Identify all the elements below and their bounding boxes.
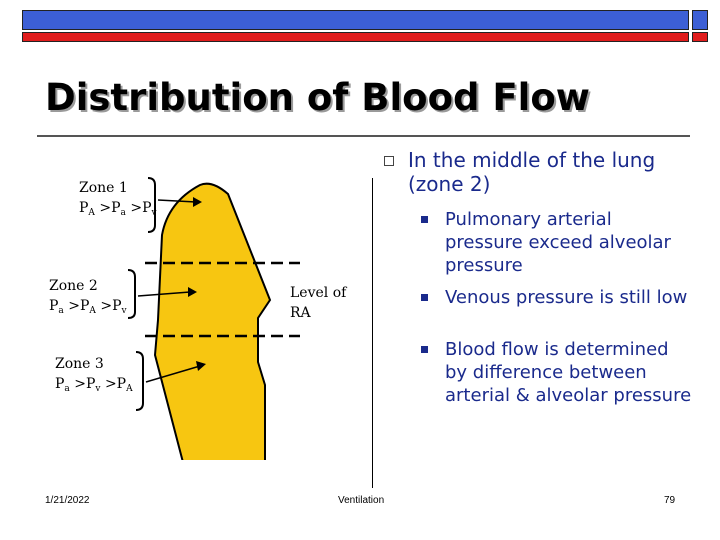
zone2-sub-c: v xyxy=(121,306,127,316)
level-of-ra-label: Level of RA xyxy=(290,283,346,323)
sub-point-2: Venous pressure is still low xyxy=(445,287,688,308)
lung-zones-diagram xyxy=(127,177,300,460)
zone2-arrowhead xyxy=(188,287,197,297)
header-blue-bar xyxy=(22,10,689,30)
zone3-relation: Pa >Pv >PA xyxy=(55,374,133,399)
zone3-sub-a: a xyxy=(64,384,70,394)
footer-title: Ventilation xyxy=(338,495,385,506)
zone3-arrowhead xyxy=(196,361,206,371)
level-label-line2: RA xyxy=(290,305,311,321)
page-number: 79 xyxy=(664,495,676,506)
zone3-rel-a: P xyxy=(55,376,65,392)
content-divider xyxy=(372,178,373,488)
zone1-rel-c: >P xyxy=(125,200,152,216)
slide-title: Distribution of Blood Flow xyxy=(45,76,590,119)
zone1-sub-c: v xyxy=(151,208,157,218)
title-divider xyxy=(37,135,690,137)
zone2-relation: Pa >PA >Pv xyxy=(49,296,127,321)
zone3-arrow xyxy=(145,365,201,383)
footer-date: 1/21/2022 xyxy=(45,495,90,506)
zone3-bracket xyxy=(135,351,144,411)
zone2-rel-b: >P xyxy=(63,298,90,314)
zone1-relation: PA >Pa >Pv xyxy=(79,198,157,223)
lung-shape xyxy=(153,182,272,460)
zone3-rel-b: >P xyxy=(69,376,96,392)
zone3-sub-c: A xyxy=(126,384,133,394)
main-point-text: In the middle of the lung (zone 2) xyxy=(408,148,656,196)
zone3-rel-c: >P xyxy=(100,376,127,392)
zone1-rel-b: >P xyxy=(94,200,121,216)
zone2-sub-a: a xyxy=(58,306,64,316)
zone1-arrow xyxy=(157,199,197,203)
header-red-square xyxy=(692,32,708,42)
zone3-label: Zone 3 Pa >Pv >PA xyxy=(55,354,133,399)
sub-bullet-icon xyxy=(421,216,428,223)
level-label-line1: Level of xyxy=(290,285,347,301)
header-red-bar xyxy=(22,32,689,42)
zone2-bracket xyxy=(127,269,136,319)
zone1-arrowhead xyxy=(193,197,202,207)
header-bar xyxy=(22,10,708,42)
sub-bullet-icon xyxy=(421,294,428,301)
sub-point-3: Blood flow is determined by difference b… xyxy=(445,339,692,406)
sub-bullet-icon xyxy=(421,346,428,353)
zone1-name: Zone 1 xyxy=(79,180,128,196)
zone1-sub-a: A xyxy=(88,208,95,218)
zone1-label: Zone 1 PA >Pa >Pv xyxy=(79,178,157,223)
zone2-arrow xyxy=(137,291,191,297)
zone1-bracket xyxy=(147,177,156,233)
zone2-rel-a: P xyxy=(49,298,59,314)
zone2-rel-c: >P xyxy=(95,298,122,314)
sub-point-1: Pulmonary arterial pressure exceed alveo… xyxy=(445,209,671,276)
zone2-sub-b: A xyxy=(89,306,96,316)
main-bullet-icon xyxy=(384,156,394,166)
zone3-name: Zone 3 xyxy=(55,356,104,372)
zone3-sub-b: v xyxy=(95,384,101,394)
zone1-sub-b: a xyxy=(120,208,126,218)
zone2-label: Zone 2 Pa >PA >Pv xyxy=(49,276,127,321)
zone2-name: Zone 2 xyxy=(49,278,98,294)
header-blue-square xyxy=(692,10,708,30)
zone1-rel-a: P xyxy=(79,200,89,216)
